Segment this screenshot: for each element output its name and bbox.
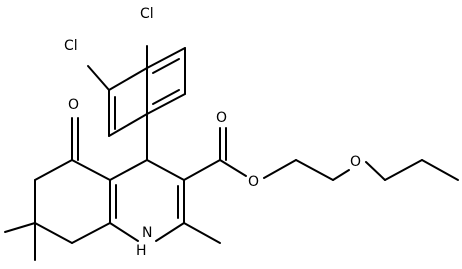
bond [71, 159, 111, 181]
bond [108, 67, 148, 91]
bond-gem-methyl-1 [4, 222, 36, 233]
bond [34, 159, 73, 181]
bond [146, 93, 186, 115]
bond-ch2-ch2 [295, 159, 334, 181]
bond-ch2-o-ether [332, 169, 350, 181]
bond [34, 222, 73, 244]
bond [71, 222, 111, 244]
chlorine-atom-label: Cl [64, 38, 78, 54]
carbonyl-oxygen-label: O [216, 110, 227, 126]
ketone-oxygen-label: O [68, 97, 79, 113]
dichlorophenyl-ring [108, 47, 186, 137]
bond [109, 222, 139, 242]
aromatic-inner-bond [152, 58, 180, 74]
bond-o-propyl [365, 161, 386, 181]
dihydropyridine-ring [109, 159, 185, 242]
bond [155, 222, 185, 242]
bond-carbonyl-o-single [219, 159, 247, 177]
bond-c2-methyl [183, 222, 221, 244]
bond-propyl-2 [421, 159, 459, 181]
bond [109, 159, 148, 181]
bond [108, 113, 148, 137]
cyclohexenone-ring [34, 159, 111, 244]
bond [146, 47, 186, 69]
bond-o-ch2 [263, 159, 297, 179]
ether-oxygen-label: O [350, 154, 361, 170]
chlorine-atom-label: Cl [140, 6, 154, 22]
bond-c3-carbonyl [183, 159, 221, 181]
nitrogen-atom-label: N [142, 225, 152, 241]
bond-propyl-1 [384, 159, 423, 181]
bond-c-cl-meta [87, 65, 110, 91]
nh-hydrogen-label: H [136, 243, 147, 259]
ester-oxygen-label: O [248, 174, 259, 190]
aromatic-inner-bond [152, 89, 180, 105]
bond [146, 159, 185, 181]
